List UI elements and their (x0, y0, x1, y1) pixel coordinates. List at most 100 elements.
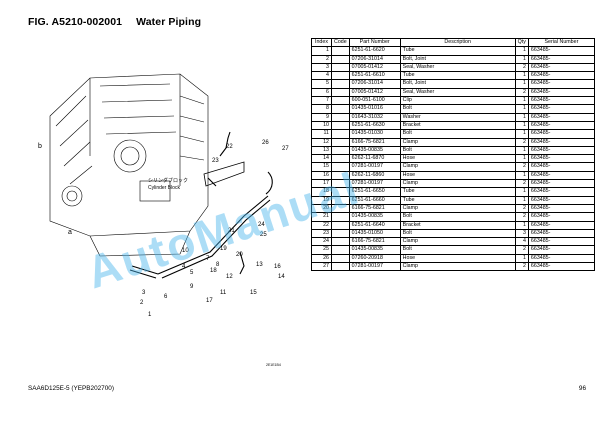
row-qty: 2 (514, 62, 529, 73)
figure-code: FIG. A5210-002001 (28, 16, 123, 28)
row-description: Bracket (399, 220, 516, 230)
row-qty: 1 (514, 170, 529, 181)
row-part-number: 07206-31014 (348, 79, 401, 89)
row-part-number: 600-051-6100 (348, 96, 401, 106)
row-description: Tube (399, 71, 516, 81)
row-description: Clamp (399, 261, 516, 272)
footer-model: SAA6D125E-5 (YEPB202700) (28, 385, 114, 392)
arrow-label-a: a (68, 229, 72, 236)
row-code (331, 245, 350, 255)
row-serial: 663485- (527, 237, 595, 247)
row-serial: 663485- (527, 203, 595, 214)
row-qty: 1 (514, 220, 529, 230)
row-serial: 663485- (527, 145, 595, 156)
row-index: 8 (311, 104, 332, 114)
row-code (331, 96, 350, 106)
callout-13: 13 (256, 262, 263, 268)
callout-16: 16 (274, 264, 281, 270)
drawing-ref-code: 2E1E1B4 (266, 363, 281, 367)
row-description: Seal, Washer (399, 62, 516, 73)
row-index: 19 (311, 195, 332, 205)
callout-group: 1234567891011121314151617181920212223242… (140, 140, 289, 318)
row-serial: 663485- (527, 62, 595, 73)
row-serial: 663485- (527, 137, 595, 147)
row-serial: 663485- (527, 71, 595, 81)
row-index: 2 (311, 54, 332, 64)
row-serial: 663485- (527, 87, 595, 98)
row-code (331, 162, 350, 172)
row-qty: 1 (514, 79, 529, 89)
row-qty: 1 (514, 104, 529, 114)
row-index: 15 (311, 162, 332, 172)
callout-9: 9 (190, 284, 194, 290)
row-qty: 2 (514, 179, 529, 189)
col-header-code: Code (331, 37, 350, 48)
row-serial: 663485- (527, 162, 595, 172)
callout-22: 22 (226, 144, 233, 150)
row-part-number: 07206-31014 (348, 54, 401, 64)
row-part-number: 6262-11-6870 (348, 154, 401, 164)
row-description: Bolt (399, 104, 516, 114)
row-part-number: 07005-01412 (348, 62, 401, 73)
row-index: 17 (311, 179, 332, 189)
row-qty: 1 (514, 154, 529, 164)
callout-12: 12 (226, 274, 233, 280)
row-description: Bolt, Joint (399, 79, 516, 89)
row-code (331, 154, 350, 164)
row-description: Tube (399, 46, 516, 56)
row-qty: 4 (514, 237, 529, 247)
row-code (331, 220, 350, 230)
row-serial: 663485- (527, 79, 595, 89)
figure-name: Water Piping (136, 16, 202, 28)
row-code (331, 212, 350, 222)
row-description: Hose (399, 154, 516, 164)
row-index: 21 (311, 212, 332, 222)
callout-25: 25 (260, 232, 267, 238)
row-description: Clamp (399, 137, 516, 147)
callout-20: 20 (236, 252, 243, 258)
row-index: 5 (311, 79, 332, 89)
callout-7: 7 (206, 256, 210, 262)
row-description: Tube (399, 187, 516, 197)
col-header-description: Description (399, 37, 516, 48)
cylinder-block-en-label: Cylinder Block (148, 185, 180, 191)
row-qty: 2 (514, 203, 529, 214)
row-part-number: 6251-61-6610 (348, 71, 401, 81)
row-description: Bolt, Joint (399, 54, 516, 64)
row-part-number: 6251-61-6620 (348, 46, 401, 56)
row-index: 12 (311, 137, 332, 147)
callout-1: 1 (148, 312, 152, 318)
row-qty: 1 (514, 195, 529, 205)
row-index: 9 (311, 112, 332, 122)
row-serial: 663485- (527, 104, 595, 114)
row-description: Bolt (399, 129, 516, 139)
row-index: 13 (311, 145, 332, 156)
row-part-number: 01435-01030 (348, 129, 401, 139)
row-code (331, 170, 350, 181)
parts-table: Index Code Part Number Description Qty S… (311, 37, 595, 272)
callout-26: 26 (262, 140, 269, 146)
callout-10: 10 (182, 248, 189, 254)
row-index: 10 (311, 120, 332, 131)
row-description: Bolt (399, 145, 516, 156)
row-index: 14 (311, 154, 332, 164)
row-description: Bolt (399, 212, 516, 222)
row-code (331, 62, 350, 73)
row-part-number: 07005-01412 (348, 87, 401, 98)
row-serial: 663485- (527, 129, 595, 139)
row-index: 6 (311, 87, 332, 98)
row-part-number: 6251-61-6640 (348, 220, 401, 230)
callout-11: 11 (220, 290, 227, 296)
row-index: 3 (311, 62, 332, 73)
row-index: 1 (311, 46, 332, 56)
row-qty: 1 (514, 145, 529, 156)
row-serial: 663485- (527, 170, 595, 181)
row-description: Clamp (399, 203, 516, 214)
